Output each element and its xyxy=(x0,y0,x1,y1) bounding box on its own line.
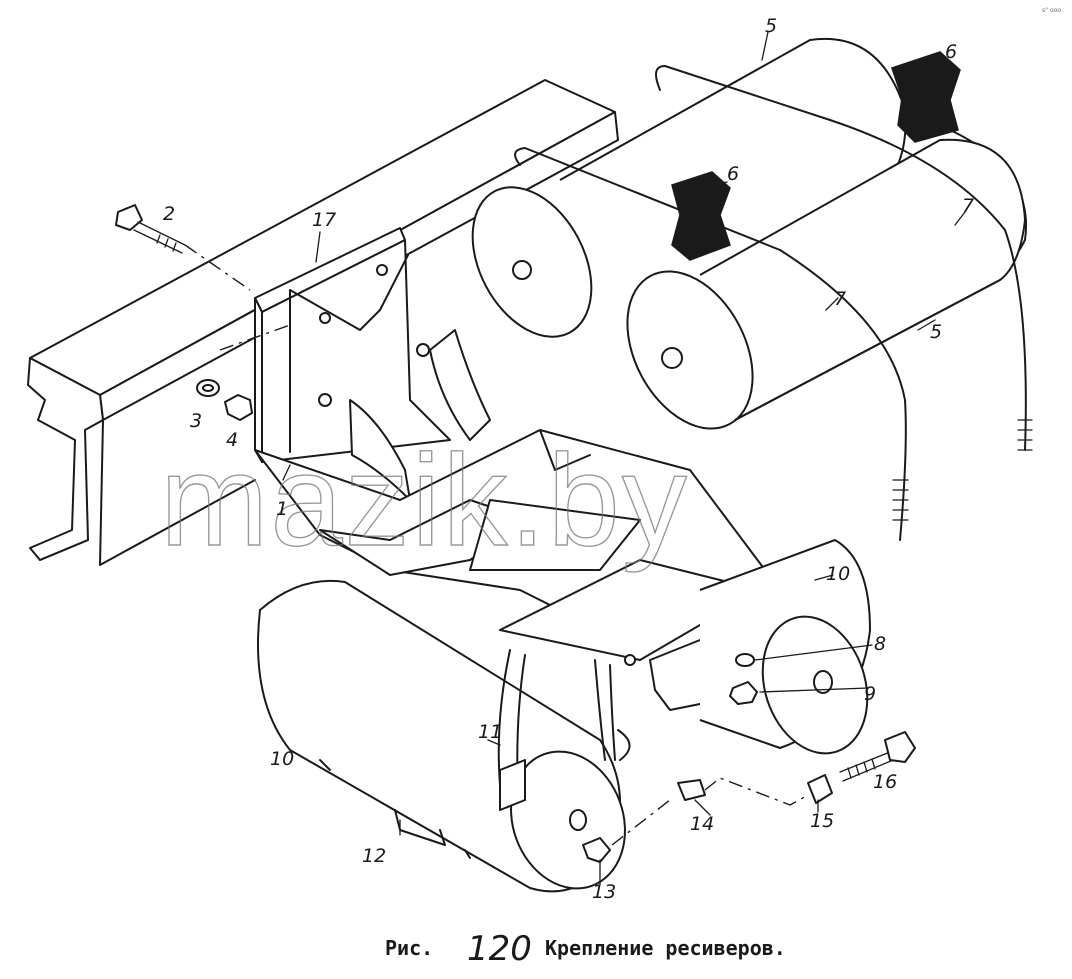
callout-6-top: 6 xyxy=(945,41,957,63)
rubber-pad-6-lower xyxy=(671,171,731,261)
watermark-text: mazik.by xyxy=(160,427,689,573)
callout-11: 11 xyxy=(478,721,502,743)
callout-3: 3 xyxy=(190,410,202,432)
nut-4 xyxy=(224,394,253,421)
callout-9: 9 xyxy=(864,683,876,705)
bolt-2 xyxy=(115,204,186,254)
washer-8 xyxy=(735,653,755,667)
caption-title: Крепление ресиверов. xyxy=(545,936,786,960)
figure-caption: Рис. 120 Крепление ресиверов. xyxy=(385,929,786,969)
callout-1: 1 xyxy=(276,498,288,520)
nut-9 xyxy=(729,681,758,705)
cross-support-plate xyxy=(254,429,766,711)
axis-line-3 xyxy=(219,324,291,351)
callout-5-top: 5 xyxy=(765,15,777,37)
bracket-17 xyxy=(254,227,491,501)
callout-4: 4 xyxy=(226,429,238,451)
drain-cock-13 xyxy=(582,837,611,863)
axis-line-2 xyxy=(184,244,251,291)
callout-2: 2 xyxy=(163,203,175,225)
receiver-7 xyxy=(626,138,1026,430)
rubber-pad-6-upper xyxy=(891,51,961,143)
callout-6-lower: 6 xyxy=(727,163,739,185)
callout-7-lower: 7 xyxy=(834,288,846,310)
caption-prefix: Рис. xyxy=(385,936,433,960)
callout-5-right: 5 xyxy=(930,321,942,343)
callout-10-right: 10 xyxy=(826,563,850,585)
bolt-16 xyxy=(839,731,916,782)
caption-number: 120 xyxy=(467,929,532,969)
callout-17: 17 xyxy=(312,209,336,231)
callout-12: 12 xyxy=(362,845,386,867)
receiver-5-rear xyxy=(471,37,1027,338)
receiver-10-right xyxy=(699,539,871,755)
callout-15: 15 xyxy=(810,810,834,832)
strap-5-upper xyxy=(655,65,1027,451)
callout-8: 8 xyxy=(874,633,886,655)
callout-14: 14 xyxy=(690,813,714,835)
axis-line-15 xyxy=(704,777,809,806)
strap-5-lower xyxy=(514,147,907,541)
callout-13: 13 xyxy=(592,881,616,903)
callout-10-left: 10 xyxy=(270,748,294,770)
callout-7-right: 7 xyxy=(962,195,974,217)
spacer-15 xyxy=(807,774,833,804)
axis-line-13 xyxy=(611,799,671,846)
corner-mark: s° ooo xyxy=(1042,7,1061,14)
callout-16: 16 xyxy=(873,771,897,793)
pin-14 xyxy=(677,779,706,801)
